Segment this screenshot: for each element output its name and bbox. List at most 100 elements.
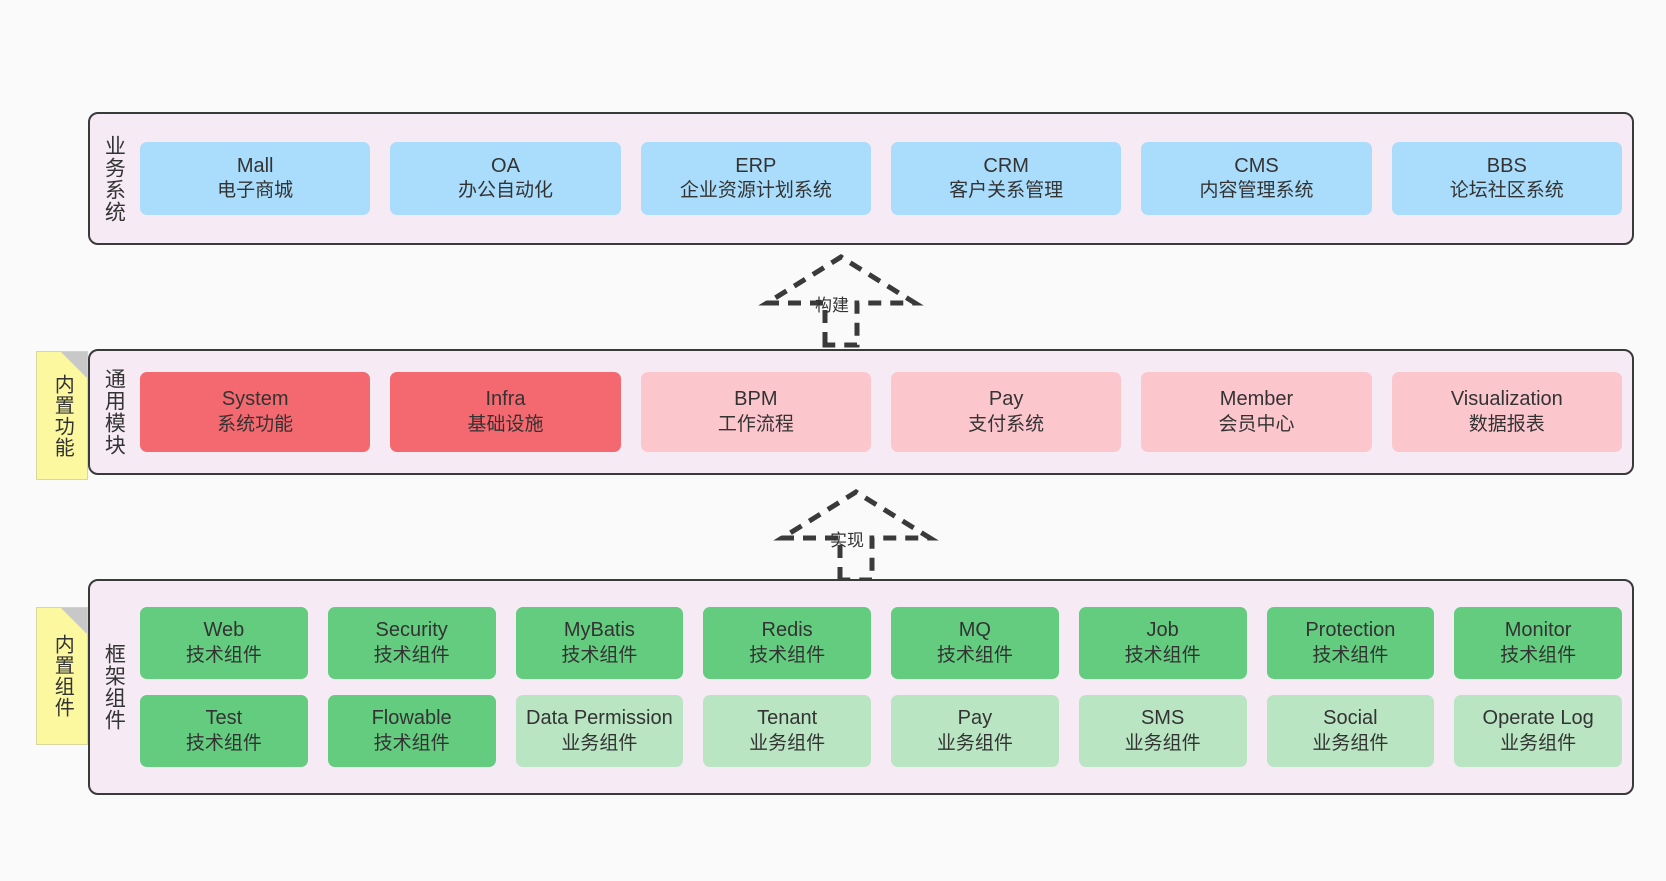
module-box-erp[interactable]: ERP 企业资源计划系统 xyxy=(640,142,871,215)
connector-build: 构建 xyxy=(753,253,933,363)
module-box-cn-label: 企业资源计划系统 xyxy=(679,180,832,202)
note-builtin-function-label: 内置功能 xyxy=(51,373,74,458)
module-box-cn-label: 技术组件 xyxy=(1500,644,1577,666)
module-box-system[interactable]: System 系统功能 xyxy=(140,372,371,452)
module-box-cn-label: 业务组件 xyxy=(1124,732,1201,754)
common-box-row: System 系统功能 Infra 基础设施 BPM 工作流程 Pay 支付系统… xyxy=(140,372,1622,452)
framework-box-row-business: Test 技术组件 Flowable 技术组件 Data Permission … xyxy=(140,695,1622,767)
module-box-en-label: Mall xyxy=(236,154,274,177)
module-box-cn-label: 客户关系管理 xyxy=(949,180,1064,202)
module-box-cn-label: 办公自动化 xyxy=(457,180,553,202)
module-box-cn-label: 会员中心 xyxy=(1218,413,1295,435)
module-box-cn-label: 电子商城 xyxy=(217,180,294,202)
module-box-cn-label: 基础设施 xyxy=(467,413,544,435)
layer-framework-component-body: Web 技术组件 Security 技术组件 MyBatis 技术组件 Redi… xyxy=(136,581,1632,793)
framework-box-row-technical: Web 技术组件 Security 技术组件 MyBatis 技术组件 Redi… xyxy=(140,607,1622,679)
module-box-bpm[interactable]: BPM 工作流程 xyxy=(640,372,871,452)
connector-implement-label: 实现 xyxy=(830,531,864,550)
module-box-en-label: Protection xyxy=(1305,619,1396,642)
module-box-oa[interactable]: OA 办公自动化 xyxy=(390,142,621,215)
note-fold-corner-icon xyxy=(61,608,87,634)
module-box-en-label: CMS xyxy=(1234,154,1279,177)
module-box-pay-component[interactable]: Pay 业务组件 xyxy=(891,695,1059,767)
module-box-en-label: System xyxy=(221,388,289,411)
module-box-protection[interactable]: Protection 技术组件 xyxy=(1266,607,1435,679)
module-box-infra[interactable]: Infra 基础设施 xyxy=(390,372,621,452)
module-box-en-label: MyBatis xyxy=(563,619,635,642)
module-box-cn-label: 业务组件 xyxy=(1312,732,1389,754)
module-box-monitor[interactable]: Monitor 技术组件 xyxy=(1454,607,1622,679)
module-box-flowable[interactable]: Flowable 技术组件 xyxy=(327,695,496,767)
module-box-en-label: Job xyxy=(1146,619,1179,642)
connector-build-label: 构建 xyxy=(815,296,849,315)
module-box-security[interactable]: Security 技术组件 xyxy=(327,607,496,679)
module-box-en-label: Operate Log xyxy=(1482,707,1594,730)
module-box-tenant[interactable]: Tenant 业务组件 xyxy=(703,695,871,767)
module-box-data-permission[interactable]: Data Permission 业务组件 xyxy=(515,695,684,767)
module-box-test[interactable]: Test 技术组件 xyxy=(140,695,308,767)
module-box-en-label: Test xyxy=(205,707,243,730)
module-box-en-label: Pay xyxy=(957,707,993,730)
module-box-en-label: Redis xyxy=(761,619,813,642)
note-fold-corner-icon xyxy=(61,352,87,378)
module-box-mq[interactable]: MQ 技术组件 xyxy=(891,607,1059,679)
module-box-en-label: Pay xyxy=(988,388,1024,411)
module-box-pay[interactable]: Pay 支付系统 xyxy=(890,372,1122,452)
module-box-en-label: Infra xyxy=(485,388,526,411)
module-box-cn-label: 技术组件 xyxy=(185,732,262,754)
module-box-en-label: BPM xyxy=(734,388,778,411)
module-box-en-label: Member xyxy=(1219,388,1294,411)
connector-implement: 实现 xyxy=(768,488,948,598)
module-box-en-label: Tenant xyxy=(757,707,818,730)
module-box-cn-label: 技术组件 xyxy=(749,644,826,666)
business-box-row: Mall 电子商城 OA 办公自动化 ERP 企业资源计划系统 CRM 客户关系… xyxy=(140,142,1622,215)
module-box-en-label: Web xyxy=(203,619,245,642)
module-box-en-label: Security xyxy=(375,619,448,642)
module-box-social[interactable]: Social 业务组件 xyxy=(1266,695,1435,767)
module-box-cn-label: 技术组件 xyxy=(373,732,450,754)
layer-framework-component: 框架组件 Web 技术组件 Security 技术组件 MyBatis 技术组件… xyxy=(88,579,1634,795)
module-box-bbs[interactable]: BBS 论坛社区系统 xyxy=(1391,142,1622,215)
layer-business-system: 业务系统 Mall 电子商城 OA 办公自动化 ERP 企业资源计划系统 CRM… xyxy=(88,112,1634,245)
module-box-en-label: BBS xyxy=(1486,154,1527,177)
note-builtin-component: 内置组件 xyxy=(36,607,88,745)
note-builtin-component-label: 内置组件 xyxy=(51,634,74,718)
module-box-en-label: Social xyxy=(1323,707,1378,730)
layer-business-system-title: 业务系统 xyxy=(102,134,126,223)
module-box-cn-label: 技术组件 xyxy=(185,644,262,666)
module-box-operate-log[interactable]: Operate Log 业务组件 xyxy=(1454,695,1622,767)
module-box-cn-label: 技术组件 xyxy=(1124,644,1201,666)
layer-framework-component-title: 框架组件 xyxy=(102,643,126,731)
module-box-en-label: MQ xyxy=(958,619,991,642)
module-box-en-label: SMS xyxy=(1140,707,1185,730)
module-box-web[interactable]: Web 技术组件 xyxy=(140,607,308,679)
module-box-job[interactable]: Job 技术组件 xyxy=(1078,607,1247,679)
module-box-en-label: Flowable xyxy=(371,707,452,730)
module-box-en-label: Data Permission xyxy=(526,707,673,730)
module-box-cn-label: 数据报表 xyxy=(1468,413,1545,435)
module-box-cms[interactable]: CMS 内容管理系统 xyxy=(1141,142,1372,215)
module-box-redis[interactable]: Redis 技术组件 xyxy=(703,607,871,679)
module-box-cn-label: 系统功能 xyxy=(217,413,294,435)
note-builtin-function: 内置功能 xyxy=(36,351,88,480)
generalization-arrow-icon xyxy=(758,254,924,348)
layer-common-module-body: System 系统功能 Infra 基础设施 BPM 工作流程 Pay 支付系统… xyxy=(136,351,1632,473)
module-box-sms[interactable]: SMS 业务组件 xyxy=(1078,695,1247,767)
module-box-cn-label: 论坛社区系统 xyxy=(1449,180,1564,202)
module-box-cn-label: 技术组件 xyxy=(1312,644,1389,666)
generalization-arrow-icon xyxy=(773,489,939,583)
module-box-visualization[interactable]: Visualization 数据报表 xyxy=(1391,372,1622,452)
module-box-en-label: ERP xyxy=(735,154,777,177)
module-box-cn-label: 内容管理系统 xyxy=(1199,180,1314,202)
module-box-mybatis[interactable]: MyBatis 技术组件 xyxy=(515,607,684,679)
module-box-cn-label: 业务组件 xyxy=(936,732,1013,754)
module-box-mall[interactable]: Mall 电子商城 xyxy=(140,142,371,215)
module-box-en-label: CRM xyxy=(983,154,1029,177)
module-box-cn-label: 工作流程 xyxy=(717,413,794,435)
module-box-member[interactable]: Member 会员中心 xyxy=(1141,372,1372,452)
module-box-cn-label: 业务组件 xyxy=(749,732,826,754)
module-box-cn-label: 支付系统 xyxy=(968,413,1045,435)
module-box-crm[interactable]: CRM 客户关系管理 xyxy=(890,142,1122,215)
layer-common-module: 通用模块 System 系统功能 Infra 基础设施 BPM 工作流程 Pay… xyxy=(88,349,1634,475)
module-box-en-label: OA xyxy=(491,154,520,177)
